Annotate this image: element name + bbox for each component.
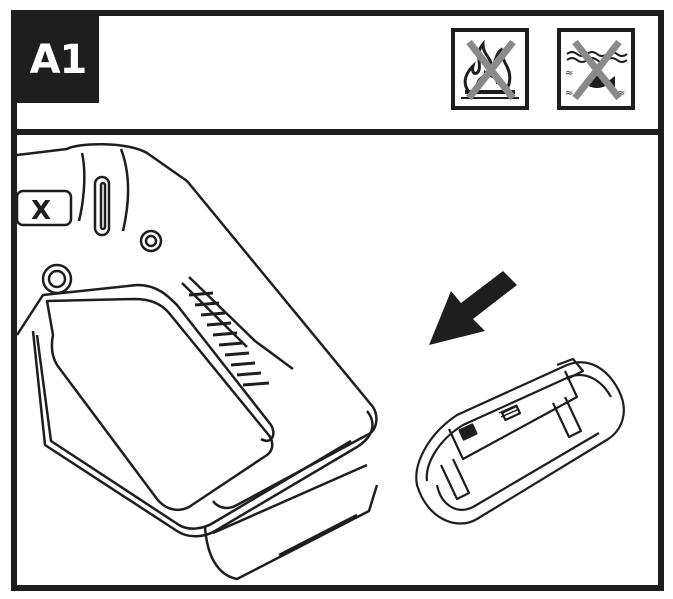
insert-direction-arrow-icon (429, 271, 517, 345)
brand-fragment: X (31, 196, 51, 226)
svg-text:≈: ≈ (617, 88, 625, 99)
no-water-icon: ≈ ≈ ≈ (557, 28, 635, 110)
tool-body-outline: X (17, 143, 379, 581)
battery-pack (415, 357, 625, 525)
figure-label: A1 (17, 16, 99, 103)
svg-text:≈: ≈ (565, 88, 573, 99)
no-fire-icon (451, 28, 529, 110)
tool-illustration: X (17, 143, 625, 581)
illustration-area: X (17, 135, 658, 585)
figure-frame: A1 ≈ ≈ ≈ (11, 10, 664, 591)
svg-text:≈: ≈ (565, 68, 573, 79)
grip-hatching (188, 291, 270, 387)
figure-header: A1 ≈ ≈ ≈ (17, 16, 658, 135)
